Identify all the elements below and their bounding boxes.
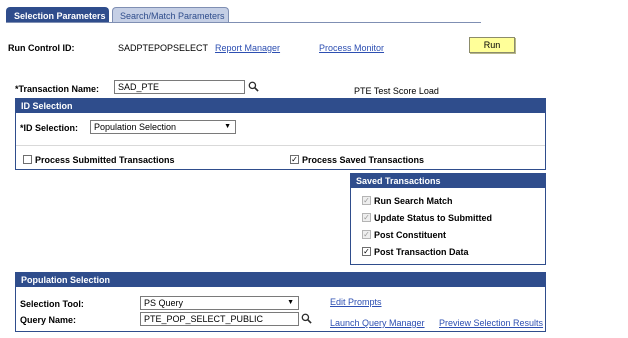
process-monitor-link[interactable]: Process Monitor — [319, 43, 385, 53]
query-lookup-icon[interactable] — [301, 313, 312, 324]
transaction-lookup-icon[interactable] — [248, 81, 259, 92]
checkmark-icon: ✓ — [291, 155, 298, 164]
id-selection-dropdown[interactable]: Population Selection ▼ — [90, 120, 236, 134]
transaction-name-input[interactable]: SAD_PTE — [114, 80, 245, 94]
id-selection-label: *ID Selection: — [20, 123, 79, 133]
preview-selection-results-link[interactable]: Preview Selection Results — [439, 318, 544, 328]
query-name-label: Query Name: — [20, 315, 77, 325]
transaction-description: PTE Test Score Load — [354, 86, 439, 96]
saved-transactions-header: Saved Transactions — [351, 174, 545, 188]
process-submitted-checkbox[interactable] — [23, 155, 32, 164]
run-control-value: SADPTEPOPSELECT — [118, 43, 209, 53]
update-status-label: Update Status to Submitted — [374, 213, 493, 223]
selection-tool-label: Selection Tool: — [20, 299, 84, 309]
id-selection-divider — [16, 145, 545, 146]
post-constituent-label: Post Constituent — [374, 230, 446, 240]
chevron-down-icon: ▼ — [287, 299, 294, 306]
saved-transactions-box: Saved Transactions — [350, 173, 546, 265]
tab-selection-parameters[interactable]: Selection Parameters — [6, 7, 109, 23]
run-button[interactable]: Run — [469, 37, 515, 53]
edit-prompts-link[interactable]: Edit Prompts — [330, 297, 382, 307]
transaction-name-label: *Transaction Name: — [15, 84, 100, 94]
checkmark-icon: ✓ — [363, 213, 370, 222]
post-transaction-data-label: Post Transaction Data — [374, 247, 469, 257]
id-selection-box: ID Selection — [15, 98, 546, 170]
tab-divider — [6, 22, 481, 23]
process-saved-checkbox[interactable]: ✓ — [290, 155, 299, 164]
id-selection-value: Population Selection — [94, 122, 177, 132]
checkmark-icon: ✓ — [363, 196, 370, 205]
checkmark-icon: ✓ — [363, 230, 370, 239]
process-submitted-label: Process Submitted Transactions — [35, 155, 175, 165]
tab-search-match-parameters[interactable]: Search/Match Parameters — [112, 7, 229, 23]
selection-tool-dropdown[interactable]: PS Query ▼ — [140, 296, 299, 310]
post-constituent-checkbox[interactable]: ✓ — [362, 230, 371, 239]
update-status-checkbox[interactable]: ✓ — [362, 213, 371, 222]
id-selection-header: ID Selection — [16, 99, 545, 113]
launch-query-manager-link[interactable]: Launch Query Manager — [330, 318, 425, 328]
run-control-label: Run Control ID: — [8, 43, 75, 53]
selection-tool-value: PS Query — [144, 298, 184, 308]
post-transaction-data-checkbox[interactable]: ✓ — [362, 247, 371, 256]
checkmark-icon: ✓ — [363, 247, 370, 256]
report-manager-link[interactable]: Report Manager — [215, 43, 281, 53]
process-saved-label: Process Saved Transactions — [302, 155, 425, 165]
run-search-match-label: Run Search Match — [374, 196, 453, 206]
query-name-input[interactable]: PTE_POP_SELECT_PUBLIC — [140, 312, 299, 326]
chevron-down-icon: ▼ — [224, 123, 231, 130]
run-search-match-checkbox[interactable]: ✓ — [362, 196, 371, 205]
population-selection-header: Population Selection — [16, 273, 545, 287]
